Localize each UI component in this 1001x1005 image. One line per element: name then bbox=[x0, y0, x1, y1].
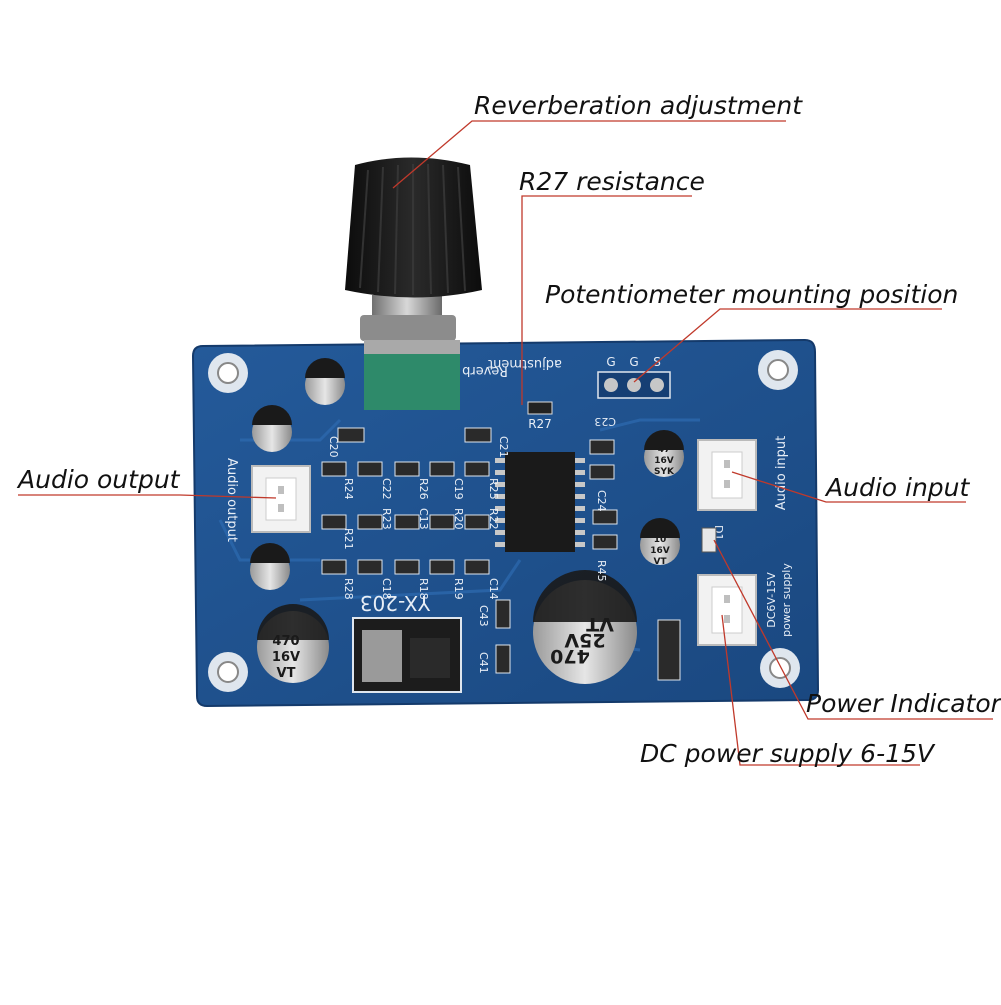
capacitor bbox=[250, 543, 290, 590]
power-silk-2: power supply bbox=[780, 563, 793, 637]
capacitor-c20 bbox=[305, 358, 345, 405]
ref-r25: R25 bbox=[487, 478, 500, 500]
ref-r26: R26 bbox=[417, 478, 430, 500]
ref-c22: C22 bbox=[380, 478, 393, 500]
callout-audio-input: Audio input bbox=[826, 473, 970, 502]
capacitor-470uf-16v: 470 16V VT bbox=[257, 604, 329, 683]
cap-text: 47 bbox=[658, 445, 671, 455]
ref-r19: R19 bbox=[452, 578, 465, 600]
audio-output-silk: Audio output bbox=[224, 458, 239, 542]
ref-c14: C14 bbox=[487, 578, 500, 600]
ref-c24: C24 bbox=[595, 490, 608, 512]
power-led bbox=[701, 527, 717, 553]
pot-nut bbox=[360, 315, 456, 341]
callout-potentiometer-position: Potentiometer mounting position bbox=[545, 280, 959, 309]
audio-input-silk: Audio input bbox=[774, 436, 789, 511]
callout-r27-resistance: R27 resistance bbox=[519, 167, 705, 196]
audio-input-connector bbox=[697, 439, 757, 511]
reverb-silk-2: adjustment bbox=[488, 356, 562, 371]
cap-text: VT bbox=[277, 666, 296, 681]
ref-c41: C41 bbox=[477, 652, 490, 674]
callout-dc-power-supply: DC power supply 6-15V bbox=[640, 739, 935, 768]
ic-chip bbox=[495, 452, 585, 552]
capacitor: 47 16V SYK bbox=[644, 430, 684, 477]
ref-r23: R23 bbox=[380, 508, 393, 530]
pin-label: G bbox=[629, 355, 638, 369]
ref-c19: C19 bbox=[452, 478, 465, 500]
callout-reverberation-adjustment: Reverberation adjustment bbox=[474, 91, 803, 120]
reverb-silk-1: Reverb bbox=[462, 363, 508, 378]
ref-r22: R22 bbox=[487, 508, 500, 530]
ref-c23: C23 bbox=[594, 415, 616, 428]
ref-c21: C21 bbox=[497, 436, 510, 458]
cap-text: VT bbox=[653, 557, 667, 567]
leader-lines bbox=[18, 120, 993, 766]
callout-audio-output: Audio output bbox=[18, 465, 180, 494]
cap-text: 470 bbox=[272, 634, 299, 649]
cap-text: 16V bbox=[654, 456, 674, 466]
mounting-hole bbox=[208, 652, 248, 692]
capacitor-470uf-25v: 470 25V VT bbox=[533, 570, 637, 684]
ref-c18: C18 bbox=[380, 578, 393, 600]
ref-r20: R20 bbox=[452, 508, 465, 530]
audio-output-connector bbox=[251, 465, 311, 533]
cap-text: SYK bbox=[654, 467, 675, 477]
capacitor bbox=[252, 405, 292, 452]
ref-r18: R18 bbox=[417, 578, 430, 600]
cap-text: 10 bbox=[654, 535, 667, 545]
ref-r45: R45 bbox=[595, 560, 608, 582]
power-connector bbox=[697, 574, 757, 646]
mounting-hole bbox=[758, 350, 798, 390]
mounting-hole bbox=[760, 648, 800, 688]
ref-c20: C20 bbox=[327, 436, 340, 458]
cap-text: 16V bbox=[650, 546, 670, 556]
ref-r21: R21 bbox=[342, 528, 355, 550]
cap-text: 470 bbox=[550, 645, 590, 667]
board-model: YX-203 bbox=[360, 591, 431, 615]
cap-text: 25V bbox=[564, 629, 605, 651]
power-silk-1: DC6V-15V bbox=[765, 572, 778, 628]
ref-c43: C43 bbox=[477, 605, 490, 627]
mounting-hole bbox=[208, 353, 248, 393]
callout-power-indicator: Power Indicator bbox=[806, 689, 1001, 718]
cap-text: 16V bbox=[272, 650, 300, 665]
ref-c13: C13 bbox=[417, 508, 430, 530]
r27-ref: R27 bbox=[528, 417, 552, 431]
cap-text: VT bbox=[586, 613, 614, 635]
ref-r24: R24 bbox=[342, 478, 355, 500]
r27-resistor bbox=[527, 401, 553, 415]
ref-r28: R28 bbox=[342, 578, 355, 600]
capacitor: 10 16V VT bbox=[640, 518, 680, 567]
pin-label: G bbox=[606, 355, 615, 369]
